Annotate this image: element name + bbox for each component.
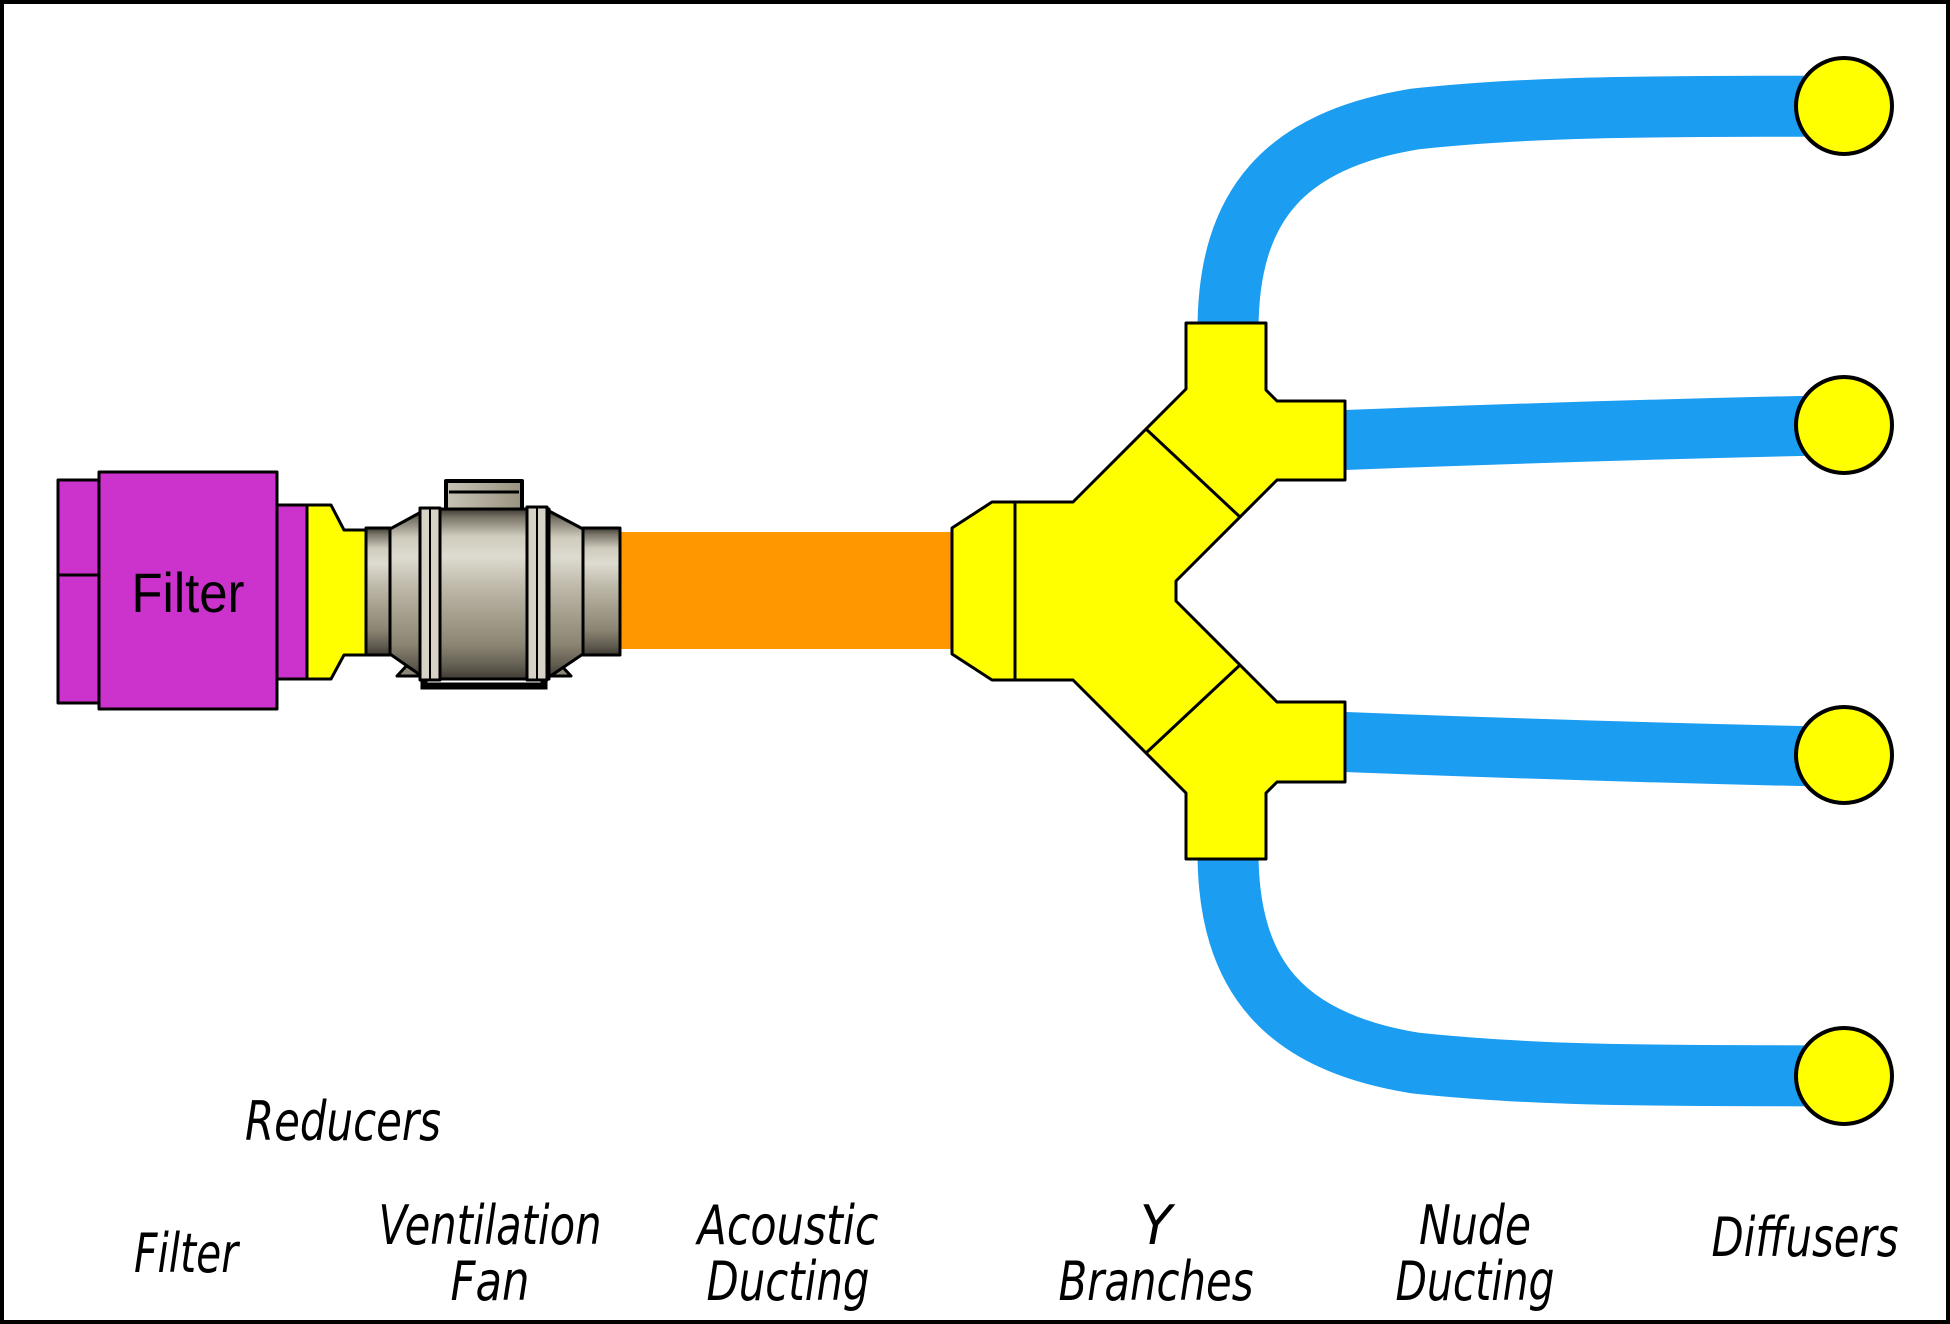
filter-box-label: Filter xyxy=(132,561,245,624)
filter-rear-section xyxy=(56,478,101,705)
caption-reducers: Reducers xyxy=(245,1090,441,1153)
y-branch-assembly xyxy=(950,321,1347,861)
nude-duct-bottom xyxy=(1197,822,1845,1107)
caption-nude-ducting-line2: Ducting xyxy=(1396,1250,1555,1313)
diffuser-2 xyxy=(1794,375,1894,475)
caption-nude-ducting-line1: Nude xyxy=(1419,1194,1531,1257)
filter-unit: Filter xyxy=(56,470,309,711)
ventilation-fan xyxy=(364,479,622,690)
caption-diffusers: Diffusers xyxy=(1712,1206,1899,1269)
y-upper-flange-line xyxy=(1144,427,1242,519)
fan-inlet-cone xyxy=(388,509,425,679)
nude-ducting-group xyxy=(1197,75,1845,1107)
fan-outlet-collar xyxy=(581,526,622,657)
fan-outlet-cone xyxy=(547,509,585,679)
y-branch-body xyxy=(950,321,1347,861)
caption-ventilation-fan-line1: Ventilation xyxy=(379,1194,602,1257)
nude-duct-lower-right xyxy=(1318,711,1845,787)
diffusers-group xyxy=(1794,56,1894,1126)
caption-acoustic-ducting-line1: Acoustic xyxy=(695,1194,878,1257)
caption-y-branches-line2: Branches xyxy=(1059,1250,1254,1313)
y-lower-flange-line xyxy=(1144,663,1242,755)
filter-box xyxy=(97,470,279,711)
fan-inlet-collar xyxy=(364,526,392,657)
caption-ventilation-fan-line2: Fan xyxy=(451,1250,530,1313)
captions: Reducers Filter Ventilation Fan Acoustic… xyxy=(134,1090,1899,1313)
caption-y-branches-line1: Y xyxy=(1140,1194,1176,1257)
diffuser-1 xyxy=(1794,56,1894,156)
nude-duct-top xyxy=(1197,75,1845,360)
filter-outlet-collar xyxy=(275,503,309,681)
caption-filter: Filter xyxy=(134,1222,240,1285)
diffuser-3 xyxy=(1794,705,1894,805)
caption-acoustic-ducting-line2: Ducting xyxy=(707,1250,870,1313)
acoustic-duct xyxy=(618,532,953,649)
diffuser-4 xyxy=(1794,1026,1894,1126)
reducer-filter-side xyxy=(305,503,370,681)
nude-duct-upper-right xyxy=(1318,395,1845,471)
